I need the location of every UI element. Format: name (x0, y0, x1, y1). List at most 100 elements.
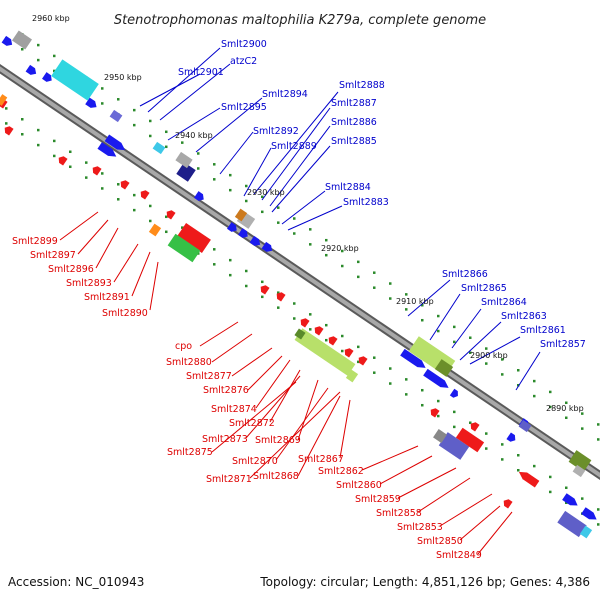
gene-label[interactable]: Smlt2876 (203, 385, 249, 396)
gene-label[interactable]: Smlt2877 (186, 371, 232, 382)
gene-label[interactable]: Smlt2871 (206, 474, 252, 485)
gene-label[interactable]: Smlt2890 (102, 308, 148, 319)
gene-label[interactable]: Smlt2891 (84, 292, 130, 303)
feature-box (433, 429, 447, 443)
tick-dot (293, 302, 296, 305)
tick-dot (165, 215, 168, 219)
gene-label[interactable]: Smlt2880 (166, 357, 212, 368)
gene-arrow-shape (4, 126, 14, 136)
gene-arrow (344, 348, 354, 358)
gene-arrow (104, 134, 126, 151)
gene-label[interactable]: Smlt2867 (298, 454, 344, 465)
gene-arrow-shape (581, 507, 597, 520)
gene-arrow (430, 408, 440, 418)
tick-dot (53, 154, 56, 158)
gene-label[interactable]: Smlt2899 (12, 236, 58, 247)
gene-label[interactable]: Smlt2892 (253, 126, 299, 137)
gene-label[interactable]: Smlt2866 (442, 269, 488, 280)
tick-dot (309, 228, 312, 231)
gene-label[interactable]: Smlt2857 (540, 339, 586, 350)
tick-dot (405, 308, 408, 311)
gene-arrow (400, 348, 426, 368)
tick-dot (101, 102, 104, 105)
gene-label[interactable]: Smlt2850 (417, 536, 463, 547)
tick-dot (565, 416, 568, 420)
gene-arrow (470, 422, 480, 432)
tick-dot (421, 388, 424, 392)
gene-label[interactable]: Smlt2889 (271, 141, 317, 152)
tick-dot (501, 373, 504, 376)
tick-dot (149, 219, 152, 223)
leader-line (247, 355, 283, 391)
gene-label[interactable]: Smlt2849 (436, 550, 482, 561)
gene-label[interactable]: Smlt2884 (325, 182, 371, 193)
gene-arrow-shape (503, 499, 513, 509)
gene-label[interactable]: Smlt2875 (167, 447, 213, 458)
gene-arrow (300, 318, 310, 328)
tick-dot (597, 438, 600, 441)
gene-label[interactable]: Smlt2887 (331, 98, 377, 109)
gene-label[interactable]: Smlt2901 (178, 67, 224, 78)
gene-arrow-shape (344, 348, 354, 358)
gene-label[interactable]: Smlt2893 (66, 278, 112, 289)
tick-dot (181, 226, 184, 229)
leader-line (469, 336, 521, 365)
gene-label[interactable]: Smlt2896 (48, 264, 94, 275)
gene-label[interactable]: Smlt2865 (461, 283, 507, 294)
tick-dot (197, 167, 200, 170)
gene-label[interactable]: Smlt2864 (481, 297, 527, 308)
gene-arrow-shape (194, 191, 204, 201)
gene-label[interactable]: Smlt2895 (221, 102, 267, 113)
leader-line (147, 47, 221, 113)
gene-label[interactable]: Smlt2883 (343, 197, 389, 208)
gene-arrow-shape (260, 285, 270, 295)
gene-arrow-shape (358, 356, 368, 366)
gene-label[interactable]: atzC2 (230, 56, 257, 67)
leader-line (131, 251, 151, 297)
gene-label[interactable]: Smlt2894 (262, 89, 308, 100)
gene-label[interactable]: Smlt2873 (202, 434, 248, 445)
gene-arrow-shape (25, 64, 37, 75)
gene-label[interactable]: Smlt2900 (221, 39, 267, 50)
tick-dot (501, 458, 504, 461)
tick-dot (117, 198, 120, 201)
gene-label[interactable]: Smlt2886 (331, 117, 377, 128)
tick-dot (213, 248, 216, 251)
gene-label[interactable]: Smlt2885 (331, 136, 377, 147)
feature-box (167, 233, 201, 263)
gene-label[interactable]: Smlt2861 (520, 325, 566, 336)
gene-label[interactable]: Smlt2888 (339, 80, 385, 91)
tick-dot (389, 297, 392, 300)
kbp-label-2900: 2900 kbp (470, 351, 508, 360)
leader-line (211, 381, 297, 453)
gene-label[interactable]: cpo (175, 341, 192, 352)
tick-dot (245, 269, 248, 273)
feature-box (579, 525, 593, 539)
feature-box-shape (518, 419, 532, 433)
tick-dot (373, 356, 376, 359)
gene-label[interactable]: Smlt2869 (255, 435, 301, 446)
feature-box-shape (109, 109, 123, 123)
gene-label[interactable]: Smlt2870 (232, 456, 278, 467)
gene-label[interactable]: Smlt2868 (253, 471, 299, 482)
gene-label[interactable]: Smlt2862 (318, 466, 364, 477)
gene-label[interactable]: Smlt2860 (336, 480, 382, 491)
feature-box-shape (234, 208, 248, 222)
gene-label[interactable]: Smlt2874 (211, 404, 257, 415)
gene-arrow (423, 368, 449, 388)
gene-arrow-shape (518, 471, 540, 488)
leader-line (379, 455, 433, 485)
gene-label[interactable]: Smlt2858 (376, 508, 422, 519)
gene-label[interactable]: Smlt2853 (397, 522, 443, 533)
gene-label[interactable]: Smlt2863 (501, 311, 547, 322)
leader-line (269, 125, 331, 207)
gene-label[interactable]: Smlt2859 (355, 494, 401, 505)
tick-dot (261, 280, 264, 284)
genome-stats-text: Topology: circular; Length: 4,851,126 bp… (259, 575, 590, 589)
gene-arrow (276, 292, 286, 302)
gene-label[interactable]: Smlt2897 (30, 250, 76, 261)
kbp-label-2910: 2910 kbp (396, 297, 434, 306)
gene-label[interactable]: Smlt2872 (229, 418, 275, 429)
tick-dot (261, 210, 264, 214)
leader-line (515, 351, 541, 391)
